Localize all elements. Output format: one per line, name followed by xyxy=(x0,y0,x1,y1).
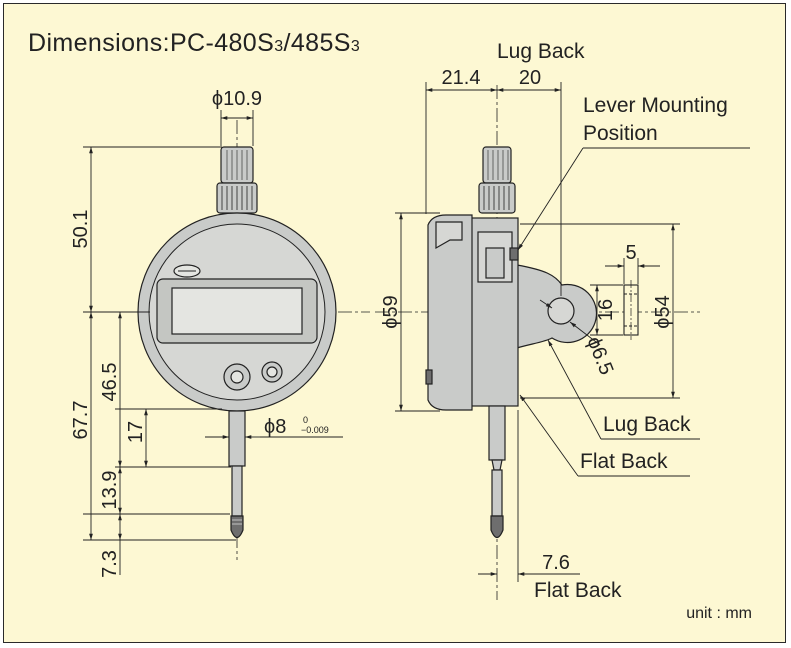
front-view xyxy=(85,120,370,560)
dim-phi-54: ϕ54 xyxy=(652,295,674,328)
dim-phi-59: ϕ59 xyxy=(380,295,402,328)
dim-7-6: 7.6 xyxy=(542,552,570,574)
dim-7-3: 7.3 xyxy=(99,550,121,578)
spindle xyxy=(231,465,243,517)
dim-21-4: 21.4 xyxy=(442,67,481,89)
unit-label: unit : mm xyxy=(686,605,752,622)
dim-20: 20 xyxy=(519,67,541,89)
lug-hole xyxy=(547,297,575,325)
label-lug-back: Lug Back xyxy=(603,413,691,436)
lug-slot-detail xyxy=(590,258,660,340)
dim-16: 16 xyxy=(595,299,617,321)
dim-phi-8: ϕ8 xyxy=(264,416,286,438)
indicator-cap xyxy=(216,146,258,214)
front-bezel-side xyxy=(427,214,473,411)
label-lug-back-top: Lug Back xyxy=(497,40,585,63)
dim-46-5: 46.5 xyxy=(99,363,121,402)
dim-13-9: 13.9 xyxy=(99,471,121,510)
contact-point xyxy=(230,515,244,539)
dim-67-7: 67.7 xyxy=(70,401,92,440)
lcd-display xyxy=(171,287,303,335)
stem xyxy=(228,410,246,467)
label-flat-back: Flat Back xyxy=(580,450,668,473)
label-position: Position xyxy=(583,122,658,145)
dim-5: 5 xyxy=(625,242,636,264)
dim-tolerance-upper: 0 xyxy=(303,415,308,425)
side-view xyxy=(375,85,700,600)
dim-17: 17 xyxy=(125,421,147,443)
dim-phi-6-5: ϕ6.5 xyxy=(582,334,617,378)
label-flat-back-bottom: Flat Back xyxy=(534,579,622,602)
dim-phi-10-9: ϕ10.9 xyxy=(212,88,262,110)
drawing-title: Dimensions:PC-480S3/485S3 xyxy=(28,29,361,57)
dim-50-1: 50.1 xyxy=(70,210,92,249)
dim-tolerance-lower: −0.009 xyxy=(301,425,329,435)
label-lever-mounting: Lever Mounting xyxy=(583,94,728,117)
drawing-frame xyxy=(3,3,786,643)
